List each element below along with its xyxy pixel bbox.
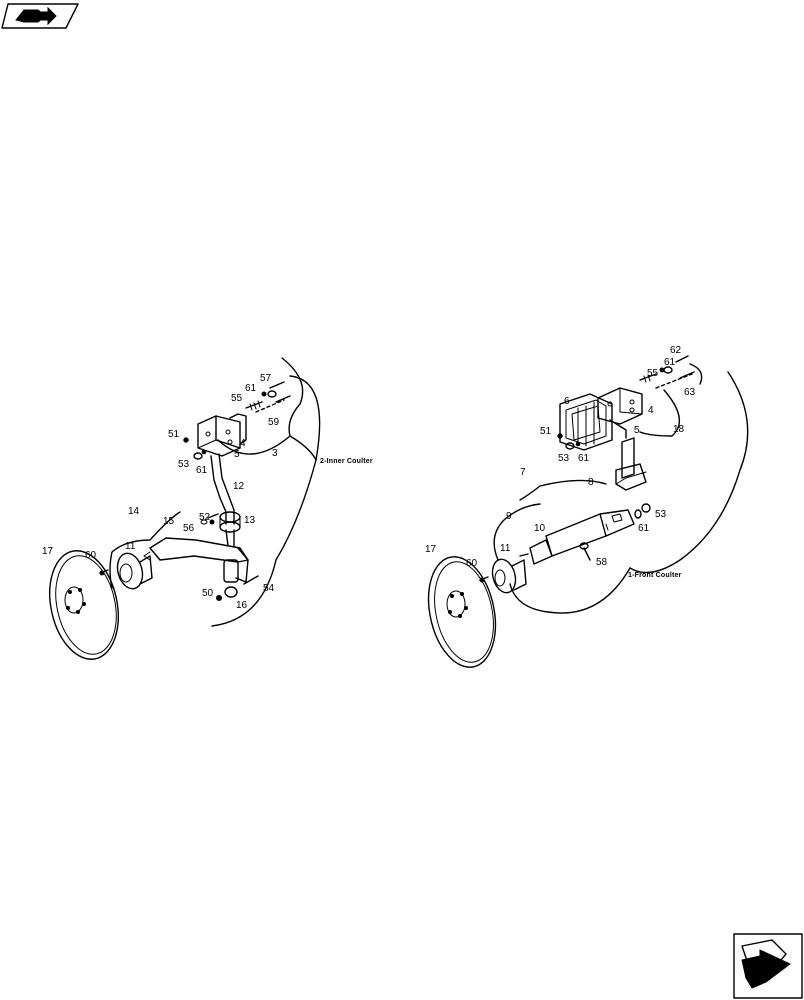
callout: 5 <box>634 425 640 436</box>
callout: 8 <box>588 477 594 488</box>
callout: 4 <box>240 438 246 449</box>
callout: 61 <box>638 523 650 534</box>
callout: 55 <box>231 393 243 404</box>
callout: 13 <box>244 515 256 526</box>
callout: 11 <box>125 541 136 552</box>
callouts-left: 57 61 55 59 51 53 61 5 4 3 12 52 56 13 1… <box>42 373 280 611</box>
callout: 14 <box>128 506 140 517</box>
disc-blade-17-front <box>427 556 497 668</box>
callout: 63 <box>684 387 696 398</box>
callout: 53 <box>558 453 570 464</box>
callout: 61 <box>245 383 257 394</box>
front-coulter-caption: 1-Front Coulter <box>628 572 682 579</box>
callout: 60 <box>85 550 97 561</box>
callout: 57 <box>260 373 272 384</box>
callout: 61 <box>664 357 676 368</box>
mount-bracket-4-5 <box>197 413 247 457</box>
callout: 51 <box>540 426 552 437</box>
callout: 17 <box>42 546 54 557</box>
callout: 53 <box>178 459 190 470</box>
callout: 56 <box>183 523 195 534</box>
arm-9 <box>545 509 635 557</box>
callout: 18 <box>673 424 685 435</box>
callout: 10 <box>534 523 546 534</box>
callout: 59 <box>268 417 280 428</box>
callout: 51 <box>168 429 180 440</box>
inner-coulter-caption: 2-Inner Coulter <box>320 458 373 465</box>
callout: 52 <box>199 512 211 523</box>
callout: 58 <box>596 557 608 568</box>
callout: 9 <box>506 511 512 522</box>
callout: 16 <box>236 600 248 611</box>
book-arrow-icon[interactable] <box>1 3 79 29</box>
callout: 61 <box>578 453 590 464</box>
callout: 6 <box>564 396 570 407</box>
arm-15 <box>143 537 249 583</box>
callouts-right: 62 61 55 63 6 4 5 18 51 53 61 8 7 9 10 6… <box>425 345 696 569</box>
callout: 62 <box>670 345 682 356</box>
disc-blade-17 <box>49 550 119 660</box>
hub-11-front <box>491 558 527 594</box>
front-coulter-assembly <box>427 355 749 668</box>
collar-13 <box>219 511 241 547</box>
shank-12 <box>210 453 235 525</box>
callout: 11 <box>500 543 511 554</box>
callout: 60 <box>466 558 478 569</box>
callout: 7 <box>520 467 526 478</box>
spindle-16 <box>216 559 259 601</box>
callout: 5 <box>234 449 240 460</box>
callout: 4 <box>648 405 654 416</box>
callout: 53 <box>655 509 667 520</box>
callout: 50 <box>202 588 214 599</box>
callout: 17 <box>425 544 437 555</box>
callout: 54 <box>263 583 275 594</box>
hub-11 <box>116 552 153 590</box>
clamp-plates-6 <box>559 393 613 451</box>
callout: 61 <box>196 465 208 476</box>
bracket-8 <box>615 437 647 491</box>
next-page-arrow-icon[interactable] <box>733 933 803 999</box>
mount-bracket-4-5-front <box>597 387 643 439</box>
callout: 55 <box>647 368 659 379</box>
inner-coulter-assembly <box>49 357 321 660</box>
callout: 12 <box>233 481 245 492</box>
callout: 3 <box>272 448 278 459</box>
callout: 15 <box>163 516 175 527</box>
spindle-10 <box>519 539 553 565</box>
